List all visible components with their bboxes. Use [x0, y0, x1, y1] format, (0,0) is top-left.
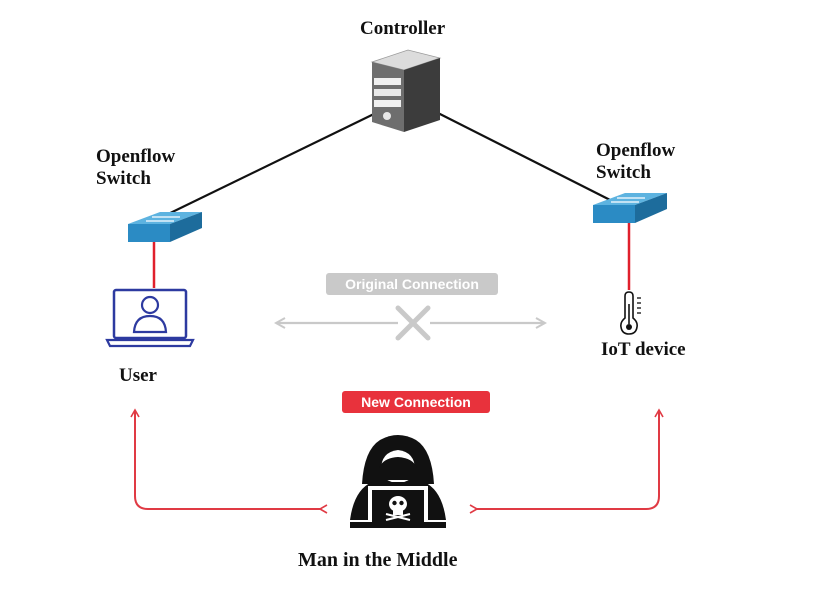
network-switch-icon: [128, 212, 202, 242]
switch-left-label-line2: Switch: [96, 167, 151, 189]
user-label: User: [119, 365, 157, 386]
controller-label: Controller: [360, 18, 446, 39]
server-icon: [370, 49, 442, 132]
switch-right-label-line1: Openflow: [596, 140, 676, 161]
thermometer-icon: [620, 291, 641, 335]
switch-left-label-line1: Openflow: [96, 146, 176, 167]
switch-right-label: Openflow Switch: [596, 140, 675, 184]
network-switch-icon-right: [593, 193, 667, 223]
skull-icon: [385, 496, 411, 521]
man-in-the-middle-label: Man in the Middle: [298, 549, 458, 571]
mitm-path-left: [130, 408, 328, 514]
control-link-right: [435, 111, 623, 207]
original-connection-badge: Original Connection: [326, 273, 498, 295]
control-link-left: [159, 111, 379, 219]
iot-device-label: IoT device: [601, 339, 686, 360]
switch-left-label: Openflow Switch: [96, 146, 175, 190]
mitm-path-right: [469, 408, 664, 514]
hacker-icon: [350, 435, 446, 528]
laptop-user-icon: [105, 288, 195, 348]
cross-icon: [395, 305, 431, 341]
new-connection-badge: New Connection: [342, 391, 490, 413]
switch-right-label-line2: Switch: [596, 161, 651, 183]
